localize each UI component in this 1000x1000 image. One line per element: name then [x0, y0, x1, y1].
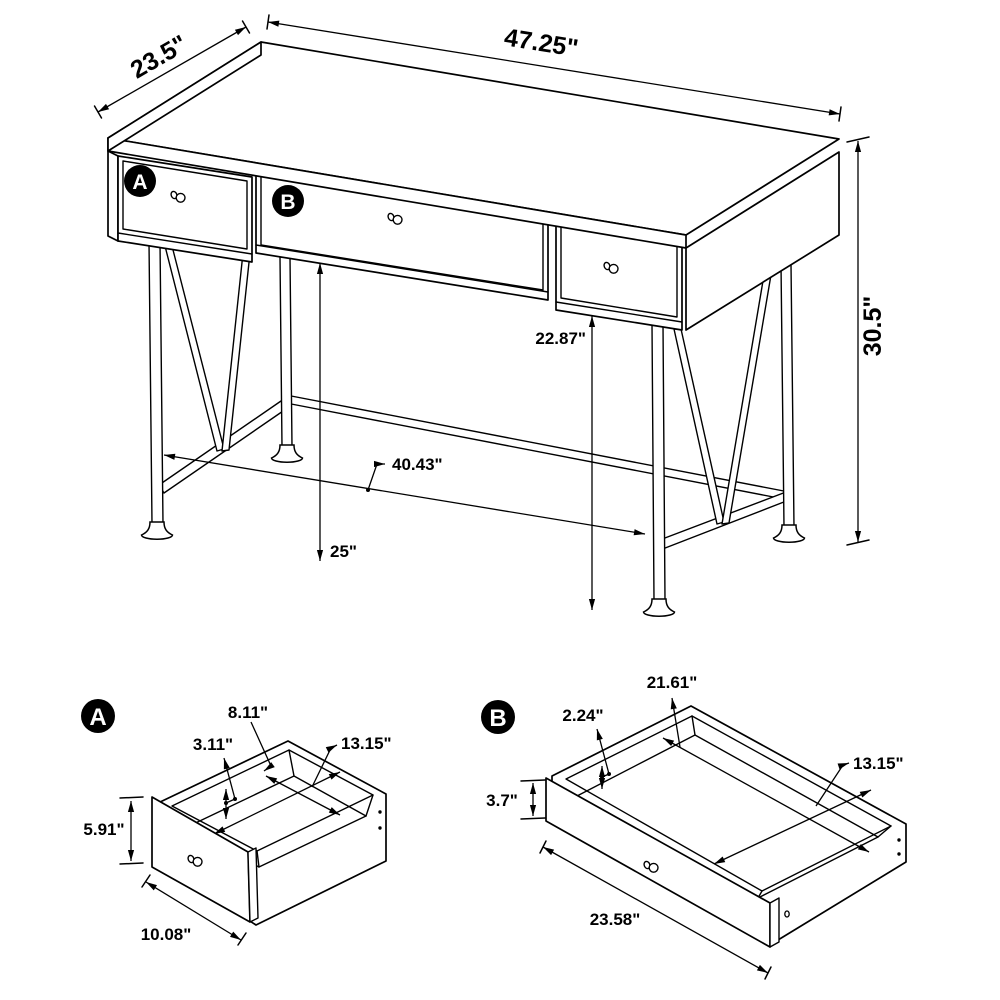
drawer-a-badge-letter: A — [89, 704, 106, 731]
drawer-b-inner-height-dim: 2.24" — [562, 706, 611, 789]
front-right-leg — [651, 323, 666, 602]
drawer-a-inner-height-dim: 3.11" — [193, 735, 237, 819]
drawer-a-inner-width-label: 8.11" — [228, 703, 268, 722]
badge-b-letter: B — [280, 191, 295, 214]
drawer-a-front-width-label: 10.08" — [141, 925, 192, 944]
drawer-b-front-width-label: 23.58" — [590, 910, 641, 929]
drawer-a-inner-depth-label: 13.15" — [341, 734, 392, 753]
left-box-bottom-board — [117, 232, 253, 255]
dim-height-label: 30.5" — [859, 296, 887, 357]
drawer-b-panel-side-edge — [769, 897, 780, 948]
drawer-b-badge-circle — [481, 700, 515, 734]
dimension-height: 30.5" — [846, 136, 887, 546]
drawer-a-panel-side-edge — [247, 847, 259, 923]
dim-leg-span-label: 40.43" — [392, 455, 443, 474]
front-right-foot — [642, 598, 676, 617]
drawer-b-screw-hole-1 — [897, 838, 901, 842]
drawer-b-inner-depth-label: 13.15" — [853, 754, 904, 773]
drawer-b-detail-view: B 21.61" 13.15" 2.24" — [481, 673, 907, 980]
badge-a-letter: A — [132, 171, 147, 194]
drawer-a-front-height-dim: 5.91" — [83, 796, 144, 865]
right-v-brace-front-tube — [673, 328, 725, 525]
left-v-brace-front-tube — [164, 245, 225, 452]
drawer-b-front-height-dim: 3.7" — [486, 779, 546, 820]
drawer-a-badge-circle — [81, 699, 115, 733]
dimension-leg-span: 40.43" — [163, 453, 646, 536]
front-left-foot — [140, 521, 174, 540]
center-box-bottom-board — [255, 244, 549, 293]
drawer-a-screw-hole-1 — [378, 810, 382, 814]
drawer-a-corner-edge-right — [365, 794, 374, 817]
drawer-a-detail-view: A 13.15" 8.11" 3.11" — [81, 699, 392, 946]
drawer-a-front-height-label: 5.91" — [83, 820, 124, 839]
right-box-bottom-board — [555, 301, 683, 323]
front-left-leg — [148, 241, 164, 525]
drawer-a-corner-edge-back — [288, 749, 295, 777]
drawer-b-screw-hole-2 — [897, 852, 901, 856]
drawer-a-front-width-dim: 10.08" — [141, 874, 247, 946]
desk-right-side-panel — [685, 151, 840, 331]
drawer-b-inner-height-label: 2.24" — [562, 706, 603, 725]
drawer-b-front-height-label: 3.7" — [486, 791, 518, 810]
back-right-foot — [772, 524, 806, 543]
dim-clearance-center-label: 25" — [330, 542, 357, 561]
drawer-b-front-width-dim: 23.58" — [539, 840, 772, 980]
dimension-clearance-right: 22.87" — [535, 316, 596, 610]
drawer-b-badge-letter: B — [489, 705, 506, 732]
drawer-a-screw-hole-2 — [378, 826, 382, 830]
drawer-a-inner-height-label: 3.11" — [193, 735, 233, 754]
back-left-leg — [279, 256, 293, 448]
back-left-foot — [270, 444, 304, 463]
back-right-leg — [780, 263, 795, 528]
drawer-b-corner-edge-right — [877, 825, 892, 838]
dim-width-label: 47.25" — [502, 23, 580, 62]
drawer-a-inner-width-dim: 8.11" — [228, 703, 341, 816]
dim-clearance-right-label: 22.87" — [535, 329, 586, 348]
badge-a-circle — [124, 165, 156, 197]
left-side-sliver — [107, 150, 119, 242]
drawer-b-inner-width-label: 21.61" — [647, 673, 698, 692]
main-desk-view: A B 23.5" 47.25" 30.5" 22.87" — [93, 14, 887, 617]
drawer-b-corner-edge-back — [691, 715, 696, 736]
badge-b-circle — [272, 185, 304, 217]
left-v-brace-back-tube — [221, 252, 251, 452]
drawer-a-corner-edge-front — [256, 850, 260, 868]
dim-depth-label: 23.5" — [126, 30, 192, 85]
drawer-b-knob-hole — [784, 910, 790, 918]
